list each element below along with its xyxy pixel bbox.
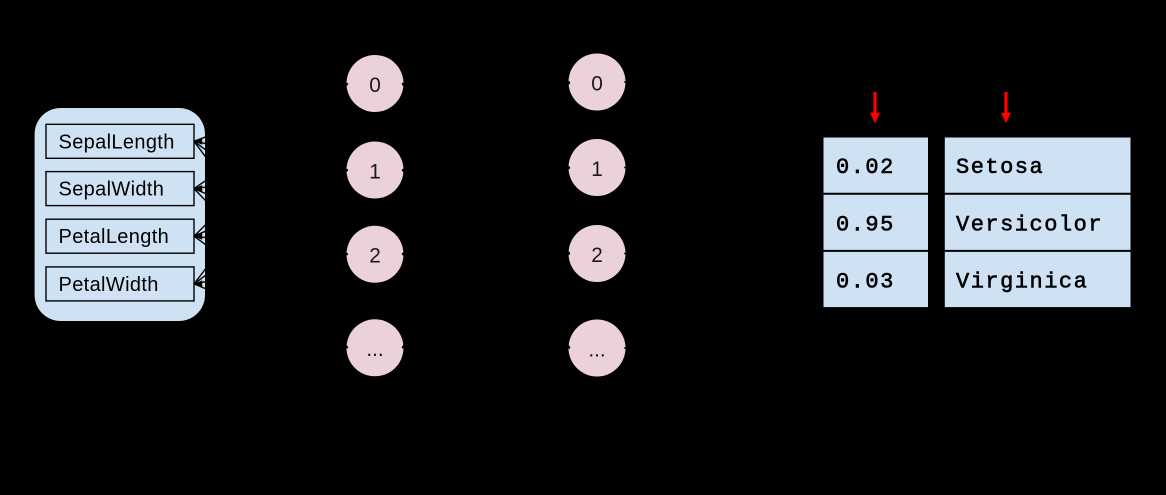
svg-text:...: ...: [366, 338, 383, 361]
svg-text:0.95: 0.95: [836, 212, 895, 237]
svg-text:1: 1: [591, 158, 603, 181]
svg-text:SepalWidth: SepalWidth: [59, 179, 165, 201]
svg-text:PetalWidth: PetalWidth: [59, 274, 159, 296]
svg-text:2: 2: [591, 244, 603, 267]
svg-text:Virginica: Virginica: [956, 270, 1088, 295]
svg-text:0.02: 0.02: [836, 155, 895, 180]
svg-text:0.03: 0.03: [836, 270, 895, 295]
svg-text:Setosa: Setosa: [956, 155, 1044, 180]
svg-text:SepalLength: SepalLength: [59, 131, 175, 153]
svg-text:0: 0: [591, 72, 603, 95]
svg-text:0: 0: [369, 74, 381, 97]
svg-text:2: 2: [369, 245, 381, 268]
svg-text:1: 1: [369, 160, 381, 183]
svg-text:Versicolor: Versicolor: [956, 212, 1103, 237]
svg-text:...: ...: [588, 338, 605, 361]
svg-text:PetalLength: PetalLength: [59, 226, 170, 248]
